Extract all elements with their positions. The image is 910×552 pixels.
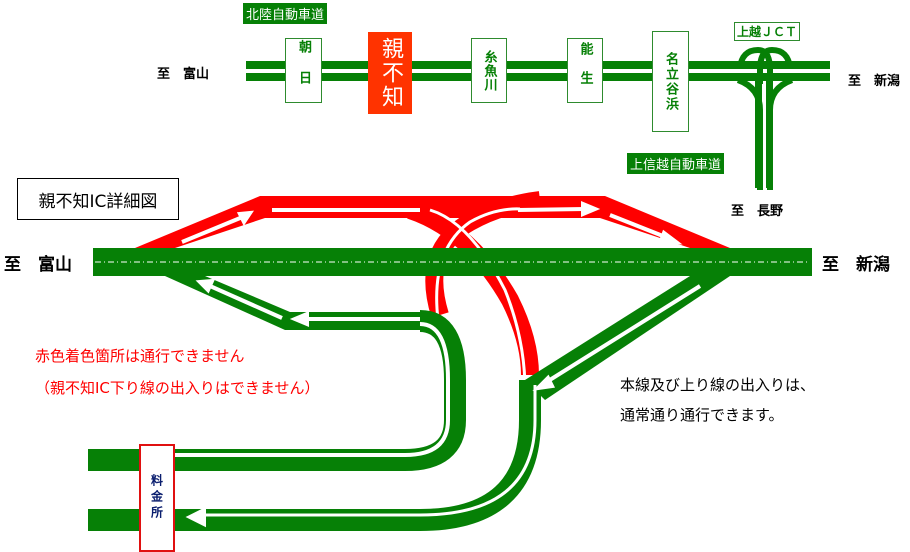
open-note-line1: 本線及び上り線の出入りは、 xyxy=(620,376,816,394)
joetsu-jct-trunk xyxy=(755,80,773,188)
ic-nadachi-hama[interactable]: 名立谷浜 xyxy=(652,31,689,132)
ic-asahi-label: 朝日 xyxy=(296,39,311,102)
overview-direction-west: 至 富山 xyxy=(157,67,210,82)
ic-oyashirazu-label: 親不知 xyxy=(378,37,403,109)
overview-highway xyxy=(246,61,830,81)
toll-booth[interactable]: 料金所 xyxy=(139,444,175,552)
joetsu-jct-label[interactable]: 上越ＪＣＴ xyxy=(734,22,801,41)
ic-nou[interactable]: 能生 xyxy=(567,38,603,103)
ic-nadachi-hama-label: 名立谷浜 xyxy=(663,51,678,112)
hokuriku-expressway-tag: 北陸自動車道 xyxy=(243,3,328,24)
overview-direction-south: 至 長野 xyxy=(731,204,784,219)
ic-itoigawa-label: 糸魚川 xyxy=(481,49,497,92)
detail-direction-west: 至 富山 xyxy=(4,255,72,275)
crossing-white-lines xyxy=(429,207,527,391)
open-ramps xyxy=(88,276,730,531)
closed-ramp-arrows xyxy=(181,201,683,245)
open-note-line2: 通常通り通行できます。 xyxy=(620,406,784,424)
ic-asahi[interactable]: 朝日 xyxy=(285,38,322,103)
joetsu-jct-graphic xyxy=(736,46,794,190)
detail-title: 親不知IC詳細図 xyxy=(17,178,179,220)
closed-note-line1: 赤色着色箇所は通行できません xyxy=(35,347,245,365)
detail-mainline xyxy=(93,248,812,276)
closed-note-line2: （親不知IC下り線の出入りはできません） xyxy=(35,379,320,397)
ic-nou-label: 能生 xyxy=(577,41,593,100)
joshinetsu-expressway-tag: 上信越自動車道 xyxy=(627,153,725,174)
ic-itoigawa[interactable]: 糸魚川 xyxy=(471,38,507,103)
toll-booth-label: 料金所 xyxy=(149,474,164,522)
open-ramp-arrows xyxy=(172,278,702,528)
detail-direction-east: 至 新潟 xyxy=(822,255,890,275)
overview-direction-east: 至 新潟 xyxy=(848,74,901,89)
ic-oyashirazu-closed[interactable]: 親不知 xyxy=(368,32,412,114)
